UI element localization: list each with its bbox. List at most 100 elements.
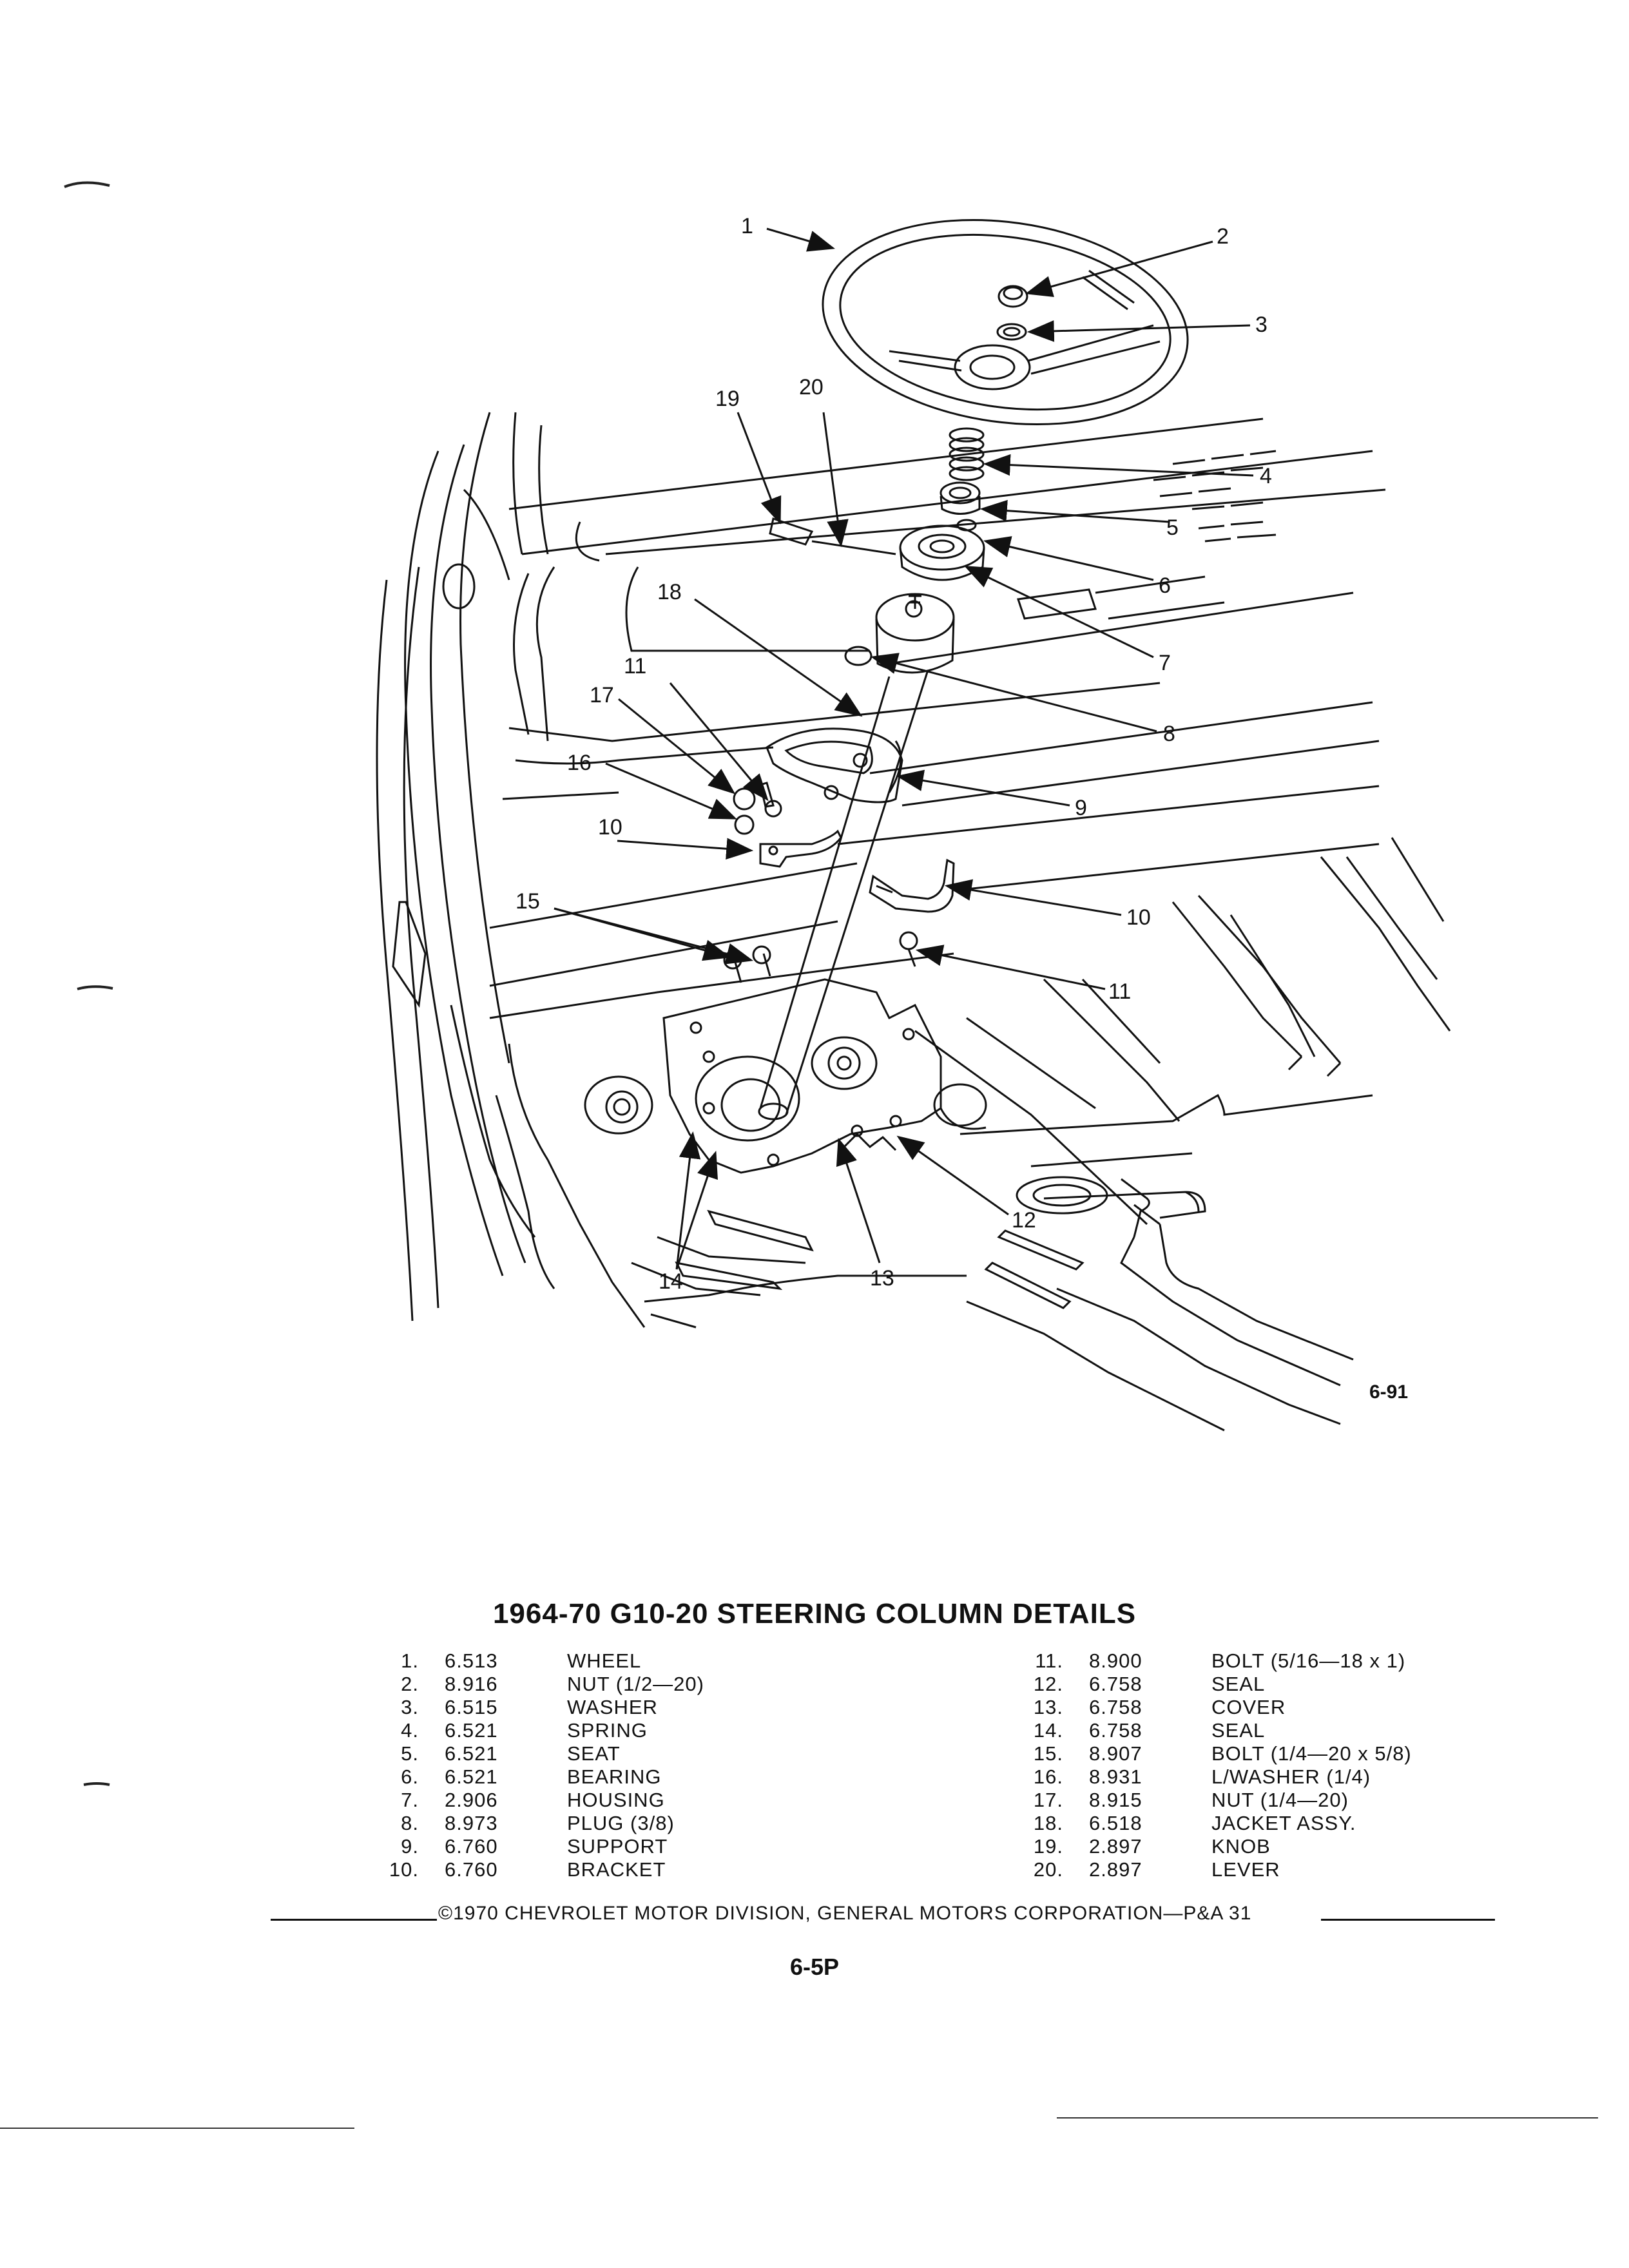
part-group-code: 8.916 xyxy=(445,1673,498,1695)
part-group-code: 8.931 xyxy=(1089,1765,1142,1788)
part-name: HOUSING xyxy=(567,1789,665,1811)
steering-wheel xyxy=(822,218,1189,426)
part-group-code: 6.515 xyxy=(445,1696,498,1718)
part-group-code: 2.897 xyxy=(1089,1858,1142,1881)
part-group-code: 8.900 xyxy=(1089,1649,1142,1672)
callout-15: 15 xyxy=(516,889,540,914)
part-name: SUPPORT xyxy=(567,1835,668,1858)
part-group-code: 8.907 xyxy=(1089,1742,1142,1765)
parts-list-row: 9. 6.760 SUPPORT xyxy=(374,1835,704,1858)
part-group-code: 6.521 xyxy=(445,1742,498,1765)
part-number: 16. xyxy=(1033,1765,1063,1788)
part-number: 7. xyxy=(401,1789,419,1811)
callout-11-upper: 11 xyxy=(624,654,646,678)
part-number: 11. xyxy=(1035,1649,1063,1672)
callout-17: 17 xyxy=(590,683,614,707)
part-name: WHEEL xyxy=(567,1649,642,1672)
part-number: 6. xyxy=(401,1765,419,1788)
callout-2: 2 xyxy=(1217,224,1229,249)
part-group-code: 6.518 xyxy=(1089,1812,1142,1834)
part-name: SEAT xyxy=(567,1742,621,1765)
callout-11-lower: 11 xyxy=(1108,979,1131,1004)
part-group-code: 6.521 xyxy=(445,1719,498,1742)
parts-list-row: 15. 8.907 BOLT (1/4—20 x 5/8) xyxy=(1018,1742,1412,1765)
scan-marks xyxy=(64,181,113,1786)
part-name: BRACKET xyxy=(567,1858,666,1881)
part-number: 15. xyxy=(1033,1742,1063,1765)
part-number: 5. xyxy=(401,1742,419,1765)
parts-list-row: 4. 6.521 SPRING xyxy=(374,1719,704,1742)
callout-7: 7 xyxy=(1159,651,1171,675)
callout-10-right: 10 xyxy=(1126,905,1151,930)
part-group-code: 2.897 xyxy=(1089,1835,1142,1858)
parts-list-row: 10. 6.760 BRACKET xyxy=(374,1858,704,1881)
part-number: 10. xyxy=(389,1858,419,1881)
parts-list-row: 6. 6.521 BEARING xyxy=(374,1765,704,1789)
callout-1: 1 xyxy=(741,214,753,238)
part-group-code: 2.906 xyxy=(445,1789,498,1811)
part-number: 3. xyxy=(401,1696,419,1718)
parts-list-row: 18. 6.518 JACKET ASSY. xyxy=(1018,1812,1412,1835)
part-group-code: 6.513 xyxy=(445,1649,498,1672)
part-group-code: 6.760 xyxy=(445,1835,498,1858)
part-number: 17. xyxy=(1033,1789,1063,1811)
callout-12: 12 xyxy=(1012,1208,1036,1233)
part-name: BOLT (1/4—20 x 5/8) xyxy=(1211,1742,1412,1765)
part-number: 1. xyxy=(401,1649,419,1672)
vehicle-body-outline xyxy=(376,412,1451,1432)
callout-20: 20 xyxy=(799,375,824,399)
parts-list-row: 19. 2.897 KNOB xyxy=(1018,1835,1412,1858)
part-number: 4. xyxy=(401,1719,419,1742)
callout-3: 3 xyxy=(1255,312,1268,337)
part-name: BEARING xyxy=(567,1765,662,1788)
part-name: SEAL xyxy=(1211,1673,1266,1695)
part-group-code: 6.521 xyxy=(445,1765,498,1788)
scan-edge-line-right xyxy=(1057,2117,1598,2119)
part-number: 18. xyxy=(1033,1812,1063,1834)
copyright-notice: ©1970 CHEVROLET MOTOR DIVISION, GENERAL … xyxy=(438,1903,1252,1924)
part-name: WASHER xyxy=(567,1696,658,1718)
part-number: 19. xyxy=(1033,1835,1063,1858)
part-name: SEAL xyxy=(1211,1719,1266,1742)
part-name: NUT (1/4—20) xyxy=(1211,1789,1349,1811)
callout-14: 14 xyxy=(659,1269,683,1294)
part-name: LEVER xyxy=(1211,1858,1280,1881)
figure-id: 6-91 xyxy=(1369,1381,1408,1403)
parts-list-row: 1. 6.513 WHEEL xyxy=(374,1649,704,1673)
part-name: JACKET ASSY. xyxy=(1211,1812,1356,1834)
callout-4: 4 xyxy=(1260,464,1272,488)
part-group-code: 6.760 xyxy=(445,1858,498,1881)
page-title: 1964-70 G10-20 STEERING COLUMN DETAILS xyxy=(492,1598,1137,1629)
callout-labels: 1 2 3 4 5 6 7 8 9 10 10 11 11 12 13 14 1… xyxy=(516,214,1408,1403)
part-name: COVER xyxy=(1211,1696,1286,1718)
footer-rule-left xyxy=(271,1919,437,1921)
part-name: PLUG (3/8) xyxy=(567,1812,675,1834)
scan-edge-line-left xyxy=(0,2128,354,2129)
parts-list-row: 5. 6.521 SEAT xyxy=(374,1742,704,1765)
callout-6: 6 xyxy=(1159,573,1171,598)
callout-16: 16 xyxy=(567,751,592,775)
part-number: 8. xyxy=(401,1812,419,1834)
part-name: SPRING xyxy=(567,1719,648,1742)
footer-rule-right xyxy=(1321,1919,1495,1921)
part-number: 13. xyxy=(1033,1696,1063,1718)
page-number: 6-5P xyxy=(789,1954,840,1980)
part-number: 9. xyxy=(401,1835,419,1858)
callout-18: 18 xyxy=(657,580,682,604)
callout-10-left: 10 xyxy=(598,815,622,840)
part-name: KNOB xyxy=(1211,1835,1271,1858)
callout-19: 19 xyxy=(715,387,740,411)
part-group-code: 6.758 xyxy=(1089,1673,1142,1695)
part-group-code: 6.758 xyxy=(1089,1719,1142,1742)
